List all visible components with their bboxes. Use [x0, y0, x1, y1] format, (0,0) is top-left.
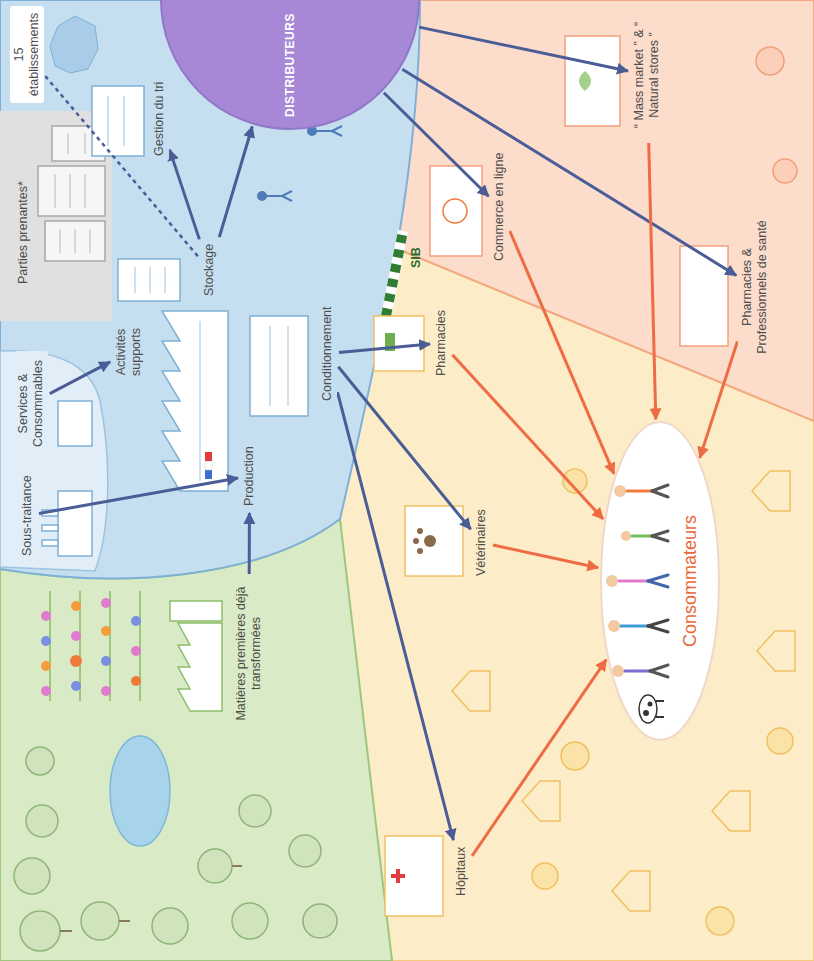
flow-arrow: [510, 231, 614, 474]
node-text: 15 établissements: [12, 11, 42, 98]
node-text: Hôpitaux: [454, 847, 469, 896]
raw-materials-label: Matières premières déjà transformées: [232, 576, 266, 731]
node-text: Matières premières déjà transformées: [234, 581, 264, 726]
hospital-label: Hôpitaux: [452, 842, 471, 901]
services-label: Services & Consommables: [14, 351, 48, 456]
node-text: Conditionnement: [320, 306, 335, 401]
flow-arrow: [339, 344, 430, 352]
sorting-label: Gestion du tri: [150, 77, 169, 161]
node-text: Services & Consommables: [16, 356, 46, 451]
node-text: DISTRIBUTEURS: [283, 8, 297, 122]
packaging-label: Conditionnement: [318, 301, 337, 406]
sites-label: 15 établissements: [10, 6, 44, 103]
flow-arrow: [338, 367, 470, 530]
flow-arrow: [419, 27, 628, 71]
flow-arrow: [402, 69, 736, 275]
flow-arrow: [219, 127, 252, 238]
support-label: Activités supports: [112, 308, 146, 396]
production-label: Production: [240, 441, 259, 511]
stakeholders-label: Parties prenantes*: [14, 176, 33, 289]
node-text: Pharmacies: [434, 310, 449, 376]
flow-arrow: [39, 478, 238, 514]
flow-arrow: [649, 143, 656, 419]
node-text: “ Mass market ” & “ Natural stores ”: [632, 14, 662, 136]
node-text: Vétérinaires: [474, 509, 489, 576]
flow-arrow: [452, 355, 603, 519]
flow-arrow: [493, 545, 598, 568]
subcontracting-label: Sous-traitance: [18, 470, 37, 561]
node-text: Parties prenantes*: [16, 181, 31, 284]
node-text: Stockage: [202, 244, 217, 296]
node-text: Production: [242, 446, 257, 506]
node-text: Consommateurs: [680, 515, 702, 647]
node-text: Activités supports: [114, 313, 144, 391]
pharmacy-label: Pharmacies: [432, 305, 451, 381]
node-text: Sous-traitance: [20, 475, 35, 556]
node-text: Commerce en ligne: [492, 153, 507, 261]
node-text: Gestion du tri: [152, 82, 167, 156]
node-text: Pharmacies & Professionnels de santé: [740, 208, 770, 366]
flow-arrow: [338, 392, 454, 840]
barrier-label: SIB: [408, 244, 424, 271]
flow-arrow: [700, 342, 738, 458]
flow-arrow: [50, 362, 110, 394]
distributors-disc: DISTRIBUTEURS: [160, 0, 420, 130]
flow-arrow: [472, 660, 606, 856]
vet-label: Vétérinaires: [472, 504, 491, 581]
storage-label: Stockage: [200, 239, 219, 301]
stores-label: “ Mass market ” & “ Natural stores ”: [630, 9, 664, 141]
node-outline: [600, 421, 720, 741]
flow-arrow: [45, 76, 198, 257]
flow-arrow: [384, 93, 489, 196]
flow-arrow: [248, 513, 251, 574]
online-label: Commerce en ligne: [490, 148, 509, 266]
flow-arrow: [170, 150, 200, 240]
consumers-ellipse: Consommateurs: [600, 421, 720, 741]
health-pros-label: Pharmacies & Professionnels de santé: [738, 203, 772, 371]
